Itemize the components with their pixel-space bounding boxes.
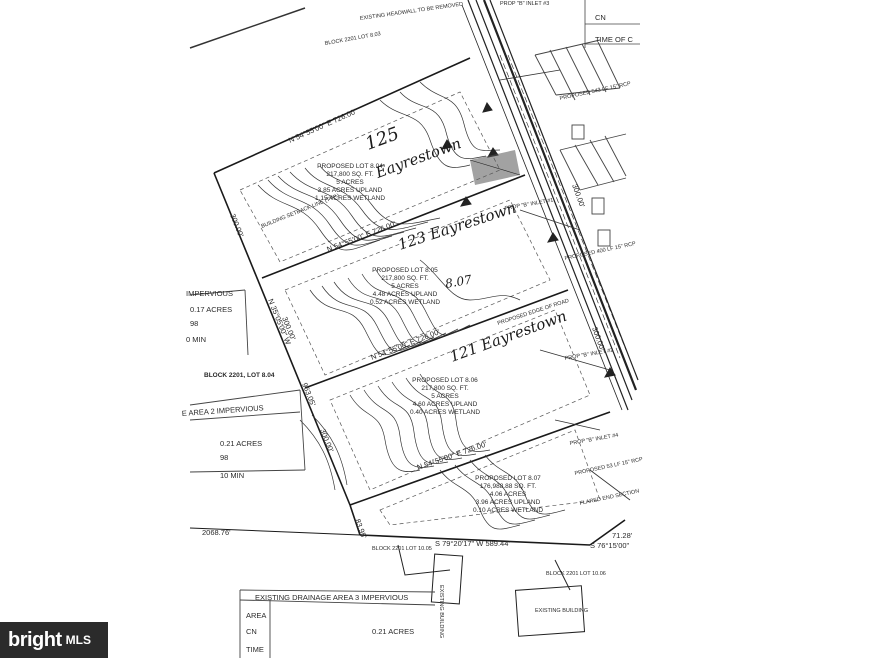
- setback-lines: [239, 91, 601, 526]
- road: [461, 0, 639, 411]
- lot-width-1: 300.00': [228, 212, 246, 238]
- bearing-line-4: N 54°55'00" E 726.00': [416, 439, 489, 472]
- table-top-right-text: CN TIME OF C: [595, 13, 633, 44]
- table-time: TIME: [246, 645, 264, 654]
- bearing-labels: N 54°55'00" E 726.00' N 54°55'00" E 726.…: [202, 107, 633, 550]
- lot-line: 1.15 ACRES WETLAND: [315, 195, 385, 202]
- lot-line: 4.60 ACRES UPLAND: [413, 401, 478, 408]
- existing-building-label-2: EXISTING BUILDING: [535, 608, 588, 614]
- bearing-line-1: N 54°55'00" E 726.00': [287, 107, 358, 145]
- prop-inlet-4-label: PROP "B" INLET #4: [569, 433, 619, 447]
- lot-line: 176,988.88 SQ. FT.: [480, 483, 537, 490]
- prop-pipe-1-label: PROPOSED 543 LF 15" RCP: [559, 81, 632, 102]
- drainage-table-middle: E AREA 2 IMPERVIOUS 0.21 ACRES 98 10 MIN: [182, 403, 264, 480]
- lot-line: 5 ACRES: [431, 393, 459, 400]
- lot-line: 3.96 ACRES UPLAND: [476, 499, 541, 506]
- building-setback-label: BUILDING SETBACK LINE (TYP.): [261, 193, 341, 230]
- south-bearing: S 79°20'17" W 589.44': [435, 539, 510, 548]
- block-top-label: BLOCK 2201 LOT 8.03: [324, 31, 381, 47]
- storm-pipes: [499, 69, 631, 501]
- table-area: AREA: [246, 611, 266, 620]
- table-title: EXISTING DRAINAGE AREA 3 IMPERVIOUS: [255, 593, 408, 602]
- south-left-distance: 2068.76': [202, 528, 231, 537]
- lot-line: 4.48 ACRES UPLAND: [373, 291, 438, 298]
- existing-buildings: [397, 544, 586, 637]
- parking-stalls: [534, 39, 627, 247]
- south-right-distance: 71.28': [612, 531, 633, 540]
- table-top-right: [584, 0, 640, 48]
- drainage-table-bottom: EXISTING DRAINAGE AREA 3 IMPERVIOUS AREA…: [246, 593, 414, 654]
- top-border-line: [189, 7, 306, 49]
- table-cn: 98: [220, 453, 228, 462]
- address-123: 123 Eayrestown: [396, 199, 519, 254]
- table-cn: CN: [595, 13, 606, 22]
- block-lot-label: BLOCK 2201, LOT 8.04: [204, 372, 275, 379]
- drainage-table-lines: [189, 289, 436, 658]
- table-cn: 98: [190, 319, 198, 328]
- table-time: TIME OF C: [595, 35, 633, 44]
- table-acres: 0.21 ACRES: [372, 627, 414, 636]
- short-distance: 83.95': [353, 518, 369, 541]
- lot-line: 217,800 SQ. FT.: [381, 275, 429, 282]
- east-distance-1: 300.00': [570, 183, 587, 210]
- lot-number-mark: 8.07: [444, 272, 473, 290]
- table-time: 10 MIN: [220, 471, 244, 480]
- south-right-bearing: S 76°15'00": [590, 541, 630, 550]
- lot-line: 217,800 SQ. FT.: [421, 385, 469, 392]
- table-acres: 0.21 ACRES: [220, 439, 262, 448]
- misc-labels: BLOCK 2201, LOT 8.04 BLOCK 2201 LOT 8.03…: [204, 1, 644, 638]
- lot-width-3: 300.00': [318, 427, 336, 453]
- lot-line: 217,800 SQ. FT.: [326, 171, 374, 178]
- lot-line: PROPOSED LOT 8.06: [412, 377, 478, 384]
- flared-end-label: FLARED END SECTION: [579, 488, 640, 507]
- lot-line: 0.52 ACRES WETLAND: [370, 299, 440, 306]
- watermark-brand: bright: [8, 628, 62, 651]
- table-acres: 0.17 ACRES: [190, 305, 232, 314]
- table-cn: CN: [246, 627, 257, 636]
- lot-line: PROPOSED LOT 8.04: [317, 163, 383, 170]
- parcel-boundary: [189, 57, 626, 546]
- lot-8-07-label: PROPOSED LOT 8.07 176,988.88 SQ. FT. 4.0…: [473, 475, 543, 514]
- drainage-table-top: IMPERVIOUS 0.17 ACRES 98 0 MIN: [186, 289, 233, 344]
- lot-line: 0.10 ACRES WETLAND: [473, 507, 543, 514]
- lot-line: PROPOSED LOT 8.07: [475, 475, 541, 482]
- lot-line: 0.40 ACRES WETLAND: [410, 409, 480, 416]
- table-title: IMPERVIOUS: [186, 289, 233, 298]
- lot-8-05-label: PROPOSED LOT 8.05 217,800 SQ. FT. 5 ACRE…: [370, 267, 440, 306]
- watermark-mls: MLS: [65, 633, 91, 647]
- lot-line: 5 ACRES: [391, 283, 419, 290]
- address-125: 125: [363, 123, 402, 154]
- lot-line: 5 ACRES: [336, 179, 364, 186]
- table-time: 0 MIN: [186, 335, 206, 344]
- block-bottom-right-label: BLOCK 2201 LOT 10.06: [546, 571, 606, 577]
- block-bottom-left-label: BLOCK 2201 LOT 10.05: [372, 546, 432, 552]
- lot-8-04-label: PROPOSED LOT 8.04 217,800 SQ. FT. 5 ACRE…: [315, 163, 385, 202]
- existing-building-label: EXISTING BUILDING: [438, 585, 444, 638]
- lot-8-06-label: PROPOSED LOT 8.06 217,800 SQ. FT. 5 ACRE…: [410, 377, 480, 416]
- drainage-features: [441, 101, 616, 378]
- lot-line: PROPOSED LOT 8.05: [372, 267, 438, 274]
- lot-line: 3.85 ACRES UPLAND: [318, 187, 383, 194]
- lot-line: 4.06 ACRES: [490, 491, 527, 498]
- west-distance: 963.05': [300, 381, 318, 407]
- contour-lines: [257, 81, 566, 530]
- prop-pipe-3-label: PROPOSED 53 LF 15" RCP: [574, 457, 644, 477]
- brightmls-watermark: bright MLS: [0, 622, 108, 658]
- existing-headwall-label: EXISTING HEADWALL TO BE REMOVED: [359, 2, 463, 22]
- prop-inlet-3-label: PROP "B" INLET #3: [500, 1, 549, 7]
